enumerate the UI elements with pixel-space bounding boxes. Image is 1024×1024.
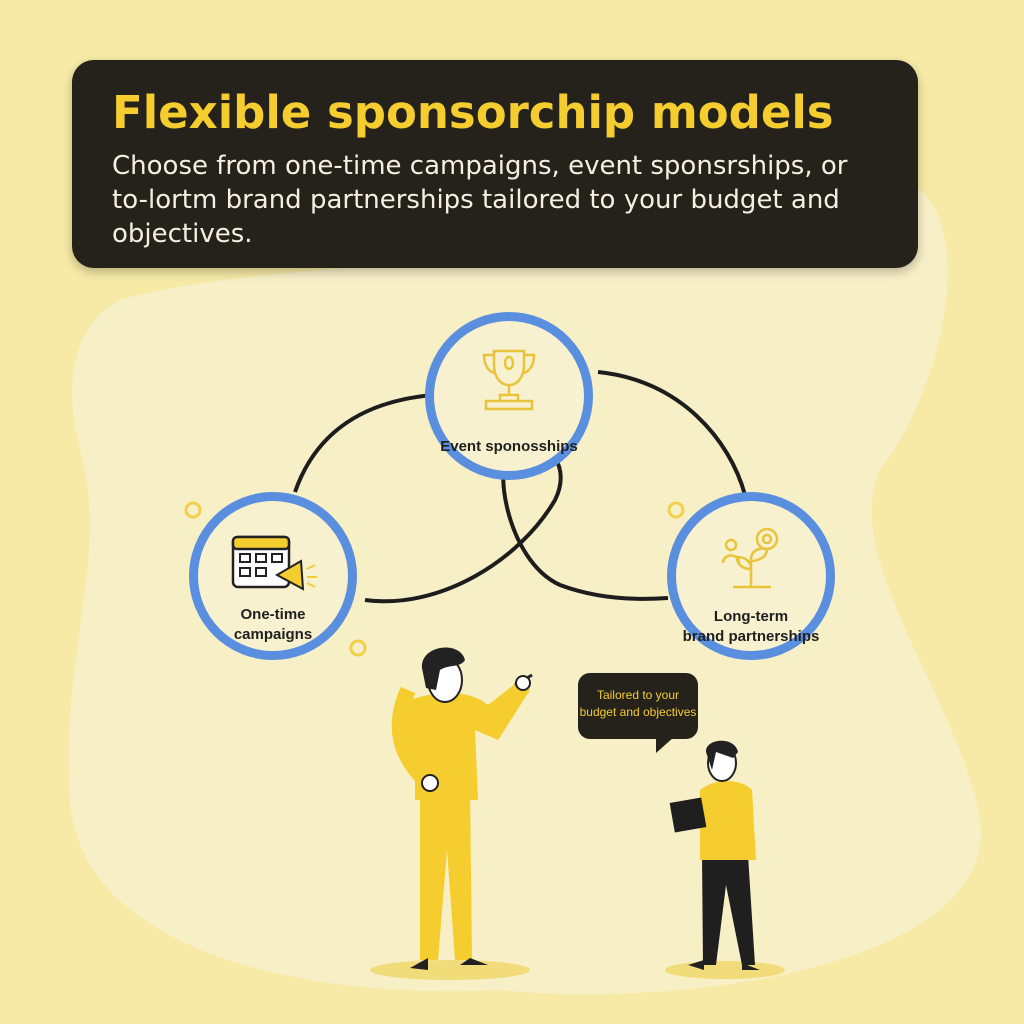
page-description: Choose from one-time campaigns, event sp…	[112, 151, 848, 249]
bubble-line1: Tailored to your	[596, 688, 680, 702]
node-label-line1: One-time	[240, 606, 306, 623]
speech-bubble: Tailored to your budget and objectives	[578, 673, 698, 753]
node-label-line2: brand partnerships	[682, 628, 820, 645]
calendar-megaphone-icon	[231, 535, 317, 591]
node-label-line1: Long-term	[713, 608, 789, 625]
node-label-line2: campaigns	[233, 626, 313, 643]
page-title: Flexible sponsorchip models	[112, 86, 834, 139]
node-one-time-campaigns: One-time campaigns	[189, 492, 357, 660]
node-long-term-partnerships: Long-term brand partnerships	[667, 492, 835, 660]
trophy-icon	[482, 349, 536, 411]
person-with-tablet	[665, 740, 785, 979]
header-card: Flexible sponsorchip models Choose from …	[72, 60, 918, 268]
plant-growth-icon	[721, 527, 779, 589]
background-blob	[68, 180, 981, 995]
node-label: Event sponosships	[440, 438, 578, 455]
node-event-sponsorships: Event sponosships	[425, 312, 593, 480]
bubble-line2: budget and objectives	[579, 705, 697, 719]
person-presenter	[370, 647, 533, 980]
decorative-dots	[184, 501, 685, 657]
